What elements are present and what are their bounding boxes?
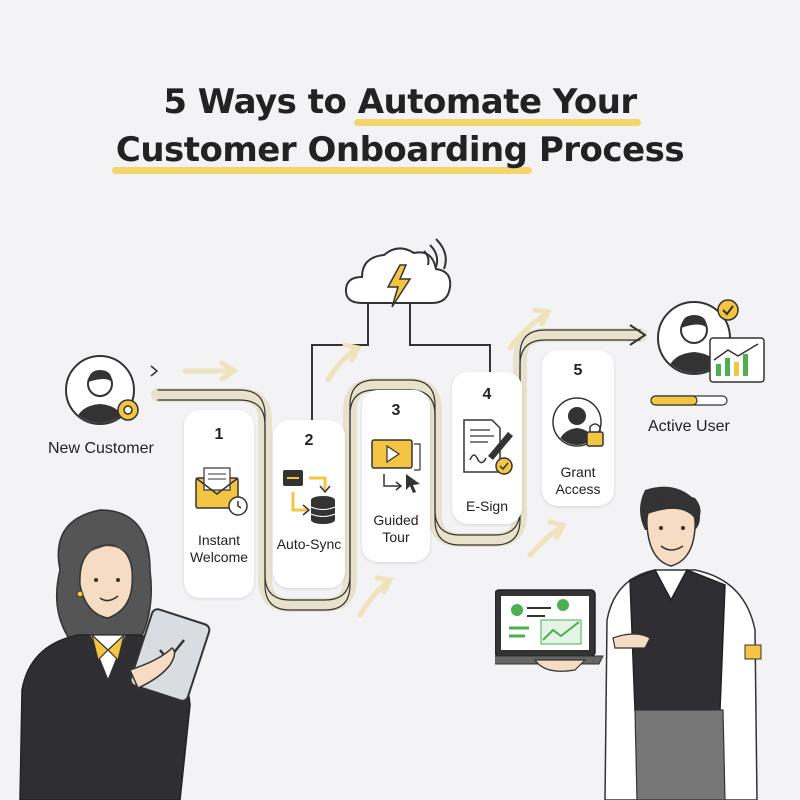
user-lock-icon	[552, 397, 604, 447]
envelope-clock-icon	[195, 467, 248, 516]
step-number: 4	[482, 386, 492, 403]
title-highlight: Customer Onboarding	[111, 130, 532, 174]
title-text: 5 Ways to	[163, 82, 358, 122]
step-number: 1	[214, 426, 224, 443]
new-customer-avatar	[65, 355, 139, 425]
step-label: Welcome	[189, 549, 249, 565]
step-label: E-Sign	[465, 498, 509, 514]
step-number: 2	[304, 432, 314, 449]
title-line-2: Customer Onboarding Process	[0, 130, 800, 174]
step-number: 3	[391, 402, 401, 419]
cloud-lightning-icon	[344, 238, 452, 308]
step-card-5: 5 Grant Access	[542, 350, 614, 506]
woman-with-tablet-illustration	[19, 509, 211, 800]
title-highlight: Automate Your	[353, 82, 641, 126]
video-cursor-icon	[371, 439, 421, 493]
progress-bar	[650, 395, 728, 406]
title-line-1: 5 Ways to Automate Your	[0, 82, 800, 126]
man-with-laptop-illustration	[495, 486, 762, 800]
end-label: Active User	[648, 418, 730, 435]
step-label: Access	[555, 481, 601, 497]
step-label: Instant	[197, 532, 241, 548]
sync-database-icon	[283, 470, 336, 524]
active-user-avatar	[657, 299, 765, 383]
step-card-4: 4 E-Sign	[452, 372, 522, 524]
step-card-3: 3 Guided Tour	[362, 390, 430, 562]
step-label: Auto-Sync	[276, 536, 342, 552]
step-label: Grant	[560, 464, 596, 480]
step-label: Guided	[373, 512, 419, 528]
step-number: 5	[573, 362, 583, 379]
document-signature-icon	[463, 419, 513, 475]
title-text: Process	[527, 130, 685, 170]
start-label: New Customer	[48, 440, 154, 457]
step-card-1: 1 Instant Welcome	[184, 410, 254, 598]
step-card-2: 2 Auto-Sync	[273, 420, 345, 588]
step-label: Tour	[382, 529, 410, 545]
